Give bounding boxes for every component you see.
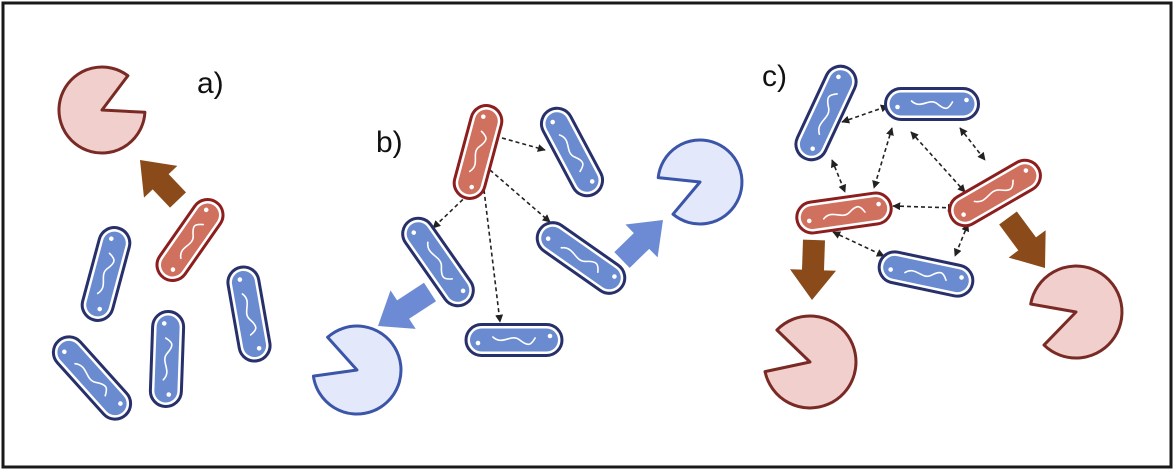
signal-arrow — [892, 202, 956, 212]
blue-bacterium-icon — [51, 335, 133, 421]
signal-arrow — [501, 137, 546, 152]
signal-arrow — [489, 169, 551, 223]
signal-arrow — [959, 127, 986, 161]
blue-bacterium-icon — [80, 226, 132, 322]
blue-bacterium-icon — [877, 250, 975, 298]
blue-bacterium-icon — [535, 221, 627, 295]
blue-bacterium-icon — [226, 265, 272, 363]
blue-bacterium-icon — [539, 106, 605, 198]
red-bacterium-icon — [452, 104, 504, 200]
pacman-icon — [57, 65, 147, 155]
movement-arrows — [139, 159, 1046, 329]
consumer-shapes — [57, 65, 1124, 416]
blue-arrow-icon — [377, 282, 437, 329]
red-bacterium-icon — [948, 158, 1042, 228]
pacman-icon — [311, 324, 403, 416]
signal-arrow — [872, 127, 894, 189]
brown-arrow-icon — [999, 211, 1046, 269]
pacman-icon — [1029, 264, 1124, 360]
signal-arrow — [483, 189, 504, 323]
blue-bacterium-icon — [464, 323, 564, 357]
red-bacterium-icon — [795, 191, 893, 235]
signal-arrow — [954, 223, 969, 257]
brown-arrow-icon — [139, 159, 186, 208]
blue-bacterium-icon — [884, 87, 980, 121]
blue-bacterium-icon — [148, 310, 186, 408]
panel-label-b: b) — [376, 126, 403, 159]
brown-arrow-icon — [790, 239, 836, 300]
signal-arrow — [841, 104, 889, 124]
blue-bacterium-icon — [794, 64, 858, 162]
signal-arrow — [832, 231, 885, 257]
blue-bacterium-icon — [401, 216, 475, 308]
signal-arrow — [831, 159, 846, 193]
panel-label-c: c) — [762, 60, 787, 93]
pacman-icon — [763, 314, 858, 410]
bacteria-group — [51, 64, 1042, 421]
signal-lines — [432, 104, 986, 323]
panel-label-a: a) — [197, 67, 224, 100]
blue-arrow-icon — [614, 220, 663, 268]
signal-arrow — [910, 131, 966, 193]
pacman-icon — [656, 138, 744, 226]
red-bacterium-icon — [155, 198, 225, 282]
